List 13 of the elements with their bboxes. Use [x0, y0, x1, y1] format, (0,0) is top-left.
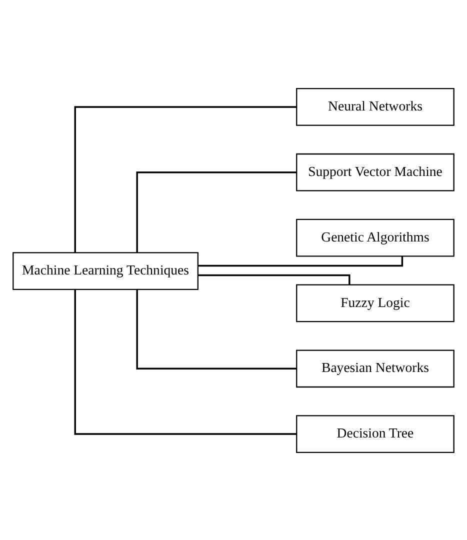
connector: [136, 171, 297, 252]
node-box: Fuzzy Logic: [296, 284, 454, 322]
node-box: Decision Tree: [296, 414, 454, 452]
node-box: Machine Learning Techniques: [12, 252, 198, 290]
node-box: Bayesian Networks: [296, 349, 454, 388]
connector: [74, 106, 296, 252]
node-box: Neural Networks: [296, 88, 454, 126]
connector: [198, 256, 404, 266]
node-box: Support Vector Machine: [296, 152, 454, 191]
connector: [74, 288, 296, 434]
connector: [136, 289, 297, 369]
connector: [198, 274, 350, 284]
node-box: Genetic Algorithms: [296, 218, 454, 256]
